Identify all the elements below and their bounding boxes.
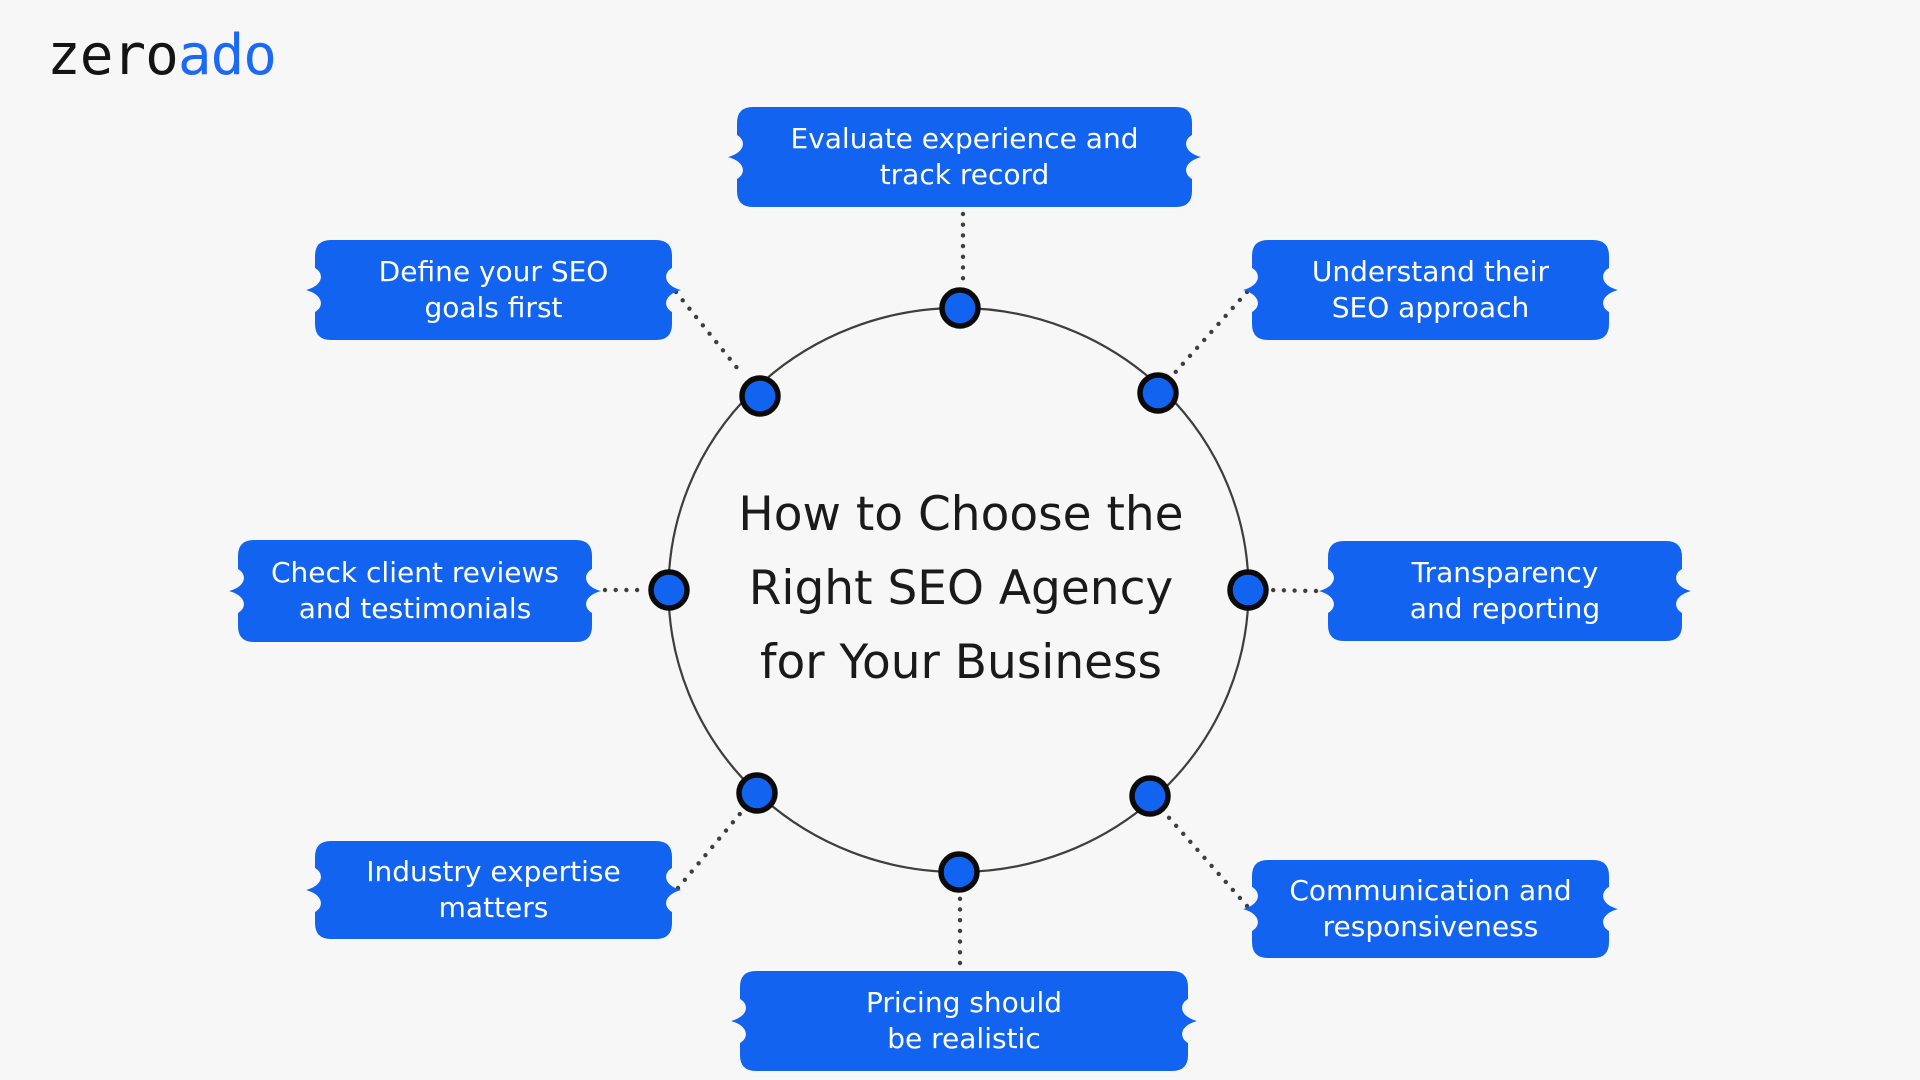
- topic-bubble-industry-expertise: Industry expertise matters: [306, 841, 681, 939]
- topic-label-line-2: SEO approach: [1331, 291, 1530, 324]
- topic-label-line-2: goals first: [424, 291, 563, 324]
- bubble-shape-path: [229, 540, 601, 642]
- circle-node-upper-left: [739, 375, 781, 417]
- bubble-shape-path: [1319, 541, 1691, 641]
- dotted-connector-right: [1267, 587, 1319, 594]
- topic-label-line-2: be realistic: [887, 1022, 1041, 1055]
- dotted-connector-upper-right: [1169, 289, 1250, 379]
- dotted-connector-upper-left: [673, 289, 745, 377]
- logo-text-ado: ado: [177, 23, 277, 88]
- title-line-1: How to Choose the: [738, 487, 1184, 542]
- topic-label-line-1: Understand their: [1311, 255, 1550, 288]
- topic-label: Understand their SEO approach: [1252, 240, 1609, 340]
- topic-label-line-1: Industry expertise: [366, 855, 621, 888]
- topic-label-line-2: and reporting: [1409, 592, 1601, 625]
- topic-bubble-evaluate-experience: Evaluate experience and track record: [728, 107, 1201, 207]
- circle-node-lower-right: [1129, 775, 1171, 817]
- topic-bubble-understand-seo-approach: Understand their SEO approach: [1243, 240, 1618, 340]
- dotted-connector-lower-right: [1161, 809, 1250, 909]
- bubble-shape: [731, 971, 1197, 1071]
- bubble-shape: [306, 240, 681, 340]
- topic-label-line-1: Evaluate experience and: [790, 122, 1139, 155]
- bubble-shape-path: [306, 240, 681, 340]
- topic-bubble-check-client-reviews: Check client reviews and testimonials: [229, 540, 601, 642]
- topic-label: Define your SEO goals first: [315, 240, 672, 340]
- bubble-shape-path: [306, 841, 681, 939]
- topic-label-line-2: and testimonials: [298, 592, 532, 625]
- topic-label: Pricing should be realistic: [740, 971, 1188, 1071]
- circle-node-right: [1227, 569, 1269, 611]
- circle-node-upper-right: [1137, 372, 1179, 414]
- topic-label: Evaluate experience and track record: [737, 107, 1192, 207]
- topic-label-line-1: Transparency: [1411, 556, 1599, 589]
- dotted-connector-lower-left: [675, 806, 747, 891]
- topic-label: Communication and responsiveness: [1252, 860, 1609, 958]
- bubble-shape: [1243, 240, 1618, 340]
- topic-label-line-1: Pricing should: [865, 986, 1063, 1019]
- bubble-shape-path: [731, 971, 1197, 1071]
- bubble-shape: [229, 540, 601, 642]
- bubble-shape: [1243, 860, 1618, 958]
- topic-label-line-1: Define your SEO: [378, 255, 609, 288]
- topic-label-line-2: responsiveness: [1322, 910, 1539, 943]
- bubble-shape-path: [1243, 860, 1618, 958]
- topic-bubble-communication-responsiveness: Communication and responsiveness: [1243, 860, 1618, 958]
- circle-node-top: [939, 287, 981, 329]
- logo-text-zero: zero: [47, 23, 179, 88]
- topic-label-line-2: track record: [879, 158, 1050, 191]
- topic-bubble-define-seo-goals: Define your SEO goals first: [306, 240, 681, 340]
- topic-label-line-2: matters: [438, 891, 549, 924]
- app-logo: zeroado: [47, 23, 277, 88]
- title-line-3: for Your Business: [759, 635, 1163, 690]
- center-title: How to Choose the Right SEO Agency for Y…: [641, 478, 1281, 700]
- circle-node-left: [648, 569, 690, 611]
- topic-bubble-transparency-reporting: Transparency and reporting: [1319, 541, 1691, 641]
- circle-node-bottom: [938, 851, 980, 893]
- bubble-shape-path: [1243, 240, 1618, 340]
- title-line-2: Right SEO Agency: [748, 561, 1174, 616]
- topic-label: Check client reviews and testimonials: [238, 540, 592, 642]
- topic-label-line-1: Check client reviews: [270, 556, 560, 589]
- topic-label: Industry expertise matters: [315, 841, 672, 939]
- bubble-shape-path: [728, 107, 1201, 207]
- bubble-shape: [728, 107, 1201, 207]
- topic-label-line-1: Communication and: [1289, 874, 1572, 907]
- bubble-shape: [306, 841, 681, 939]
- topic-label: Transparency and reporting: [1328, 541, 1682, 641]
- topic-bubble-pricing-realistic: Pricing should be realistic: [731, 971, 1197, 1071]
- bubble-shape: [1319, 541, 1691, 641]
- circle-node-lower-left: [736, 772, 778, 814]
